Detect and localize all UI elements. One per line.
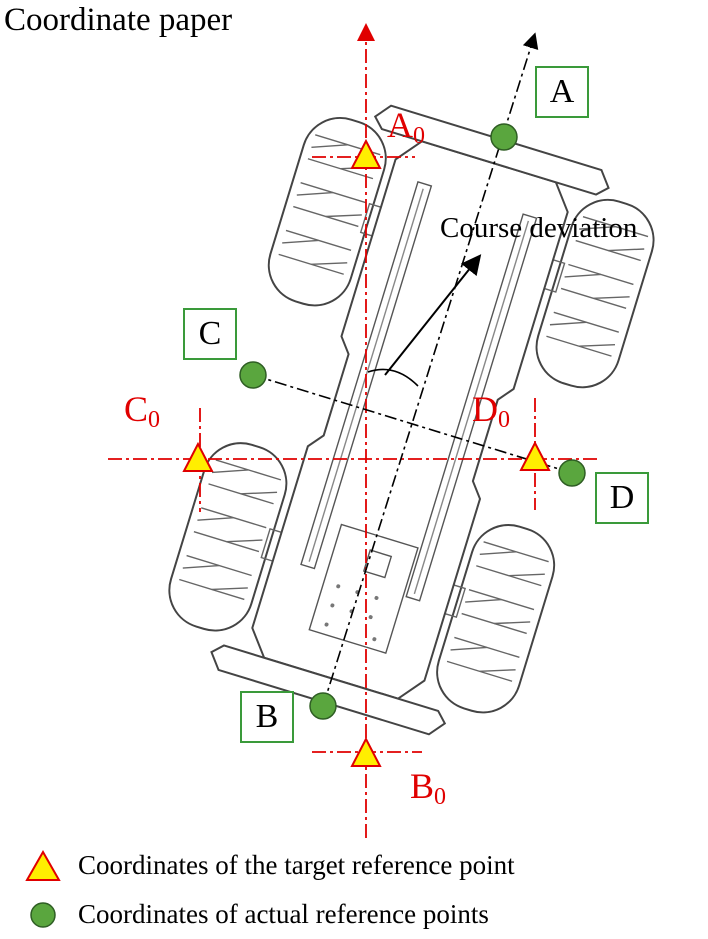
- label-box-b: B: [240, 691, 294, 743]
- target-triangle-d0: [519, 440, 551, 471]
- deviation-arc: [367, 368, 419, 387]
- actual-circle-d: [558, 459, 586, 487]
- legend-actual-text: Coordinates of actual reference points: [78, 899, 489, 929]
- actual-circle-c: [239, 361, 267, 389]
- label-box-d: D: [595, 472, 649, 524]
- vehicle-body: [168, 104, 655, 736]
- course-deviation-indicator: [367, 254, 482, 387]
- label-box-a: A: [535, 66, 589, 118]
- legend-target-text: Coordinates of the target reference poin…: [78, 850, 515, 880]
- deviation-arrow: [384, 254, 482, 376]
- target-points: [182, 138, 551, 767]
- actual-lateral-axis: [252, 374, 573, 474]
- legend-triangle-icon: [25, 849, 61, 881]
- actual-points: [239, 123, 586, 720]
- actual-circle-b: [309, 692, 337, 720]
- actual-axes: [252, 32, 573, 707]
- wheel-rear-left: [168, 442, 288, 632]
- label-box-c: C: [183, 308, 237, 360]
- label-d0: D0: [472, 389, 510, 433]
- target-triangle-a0: [350, 138, 382, 169]
- legend-circle-icon: [30, 902, 56, 928]
- label-b0: B0: [410, 766, 447, 810]
- target-triangle-b0: [350, 736, 382, 767]
- course-deviation-label: Course deviation: [440, 212, 638, 244]
- actual-longitudinal-axis: [322, 32, 539, 707]
- actual-circle-a: [490, 123, 518, 151]
- target-triangle-c0: [182, 441, 214, 472]
- wheel-front-right: [535, 198, 655, 389]
- label-c0: C0: [124, 389, 161, 433]
- wheel-rear-right: [436, 524, 556, 714]
- page-title: Coordinate paper: [4, 2, 233, 38]
- label-a0: A0: [387, 105, 425, 149]
